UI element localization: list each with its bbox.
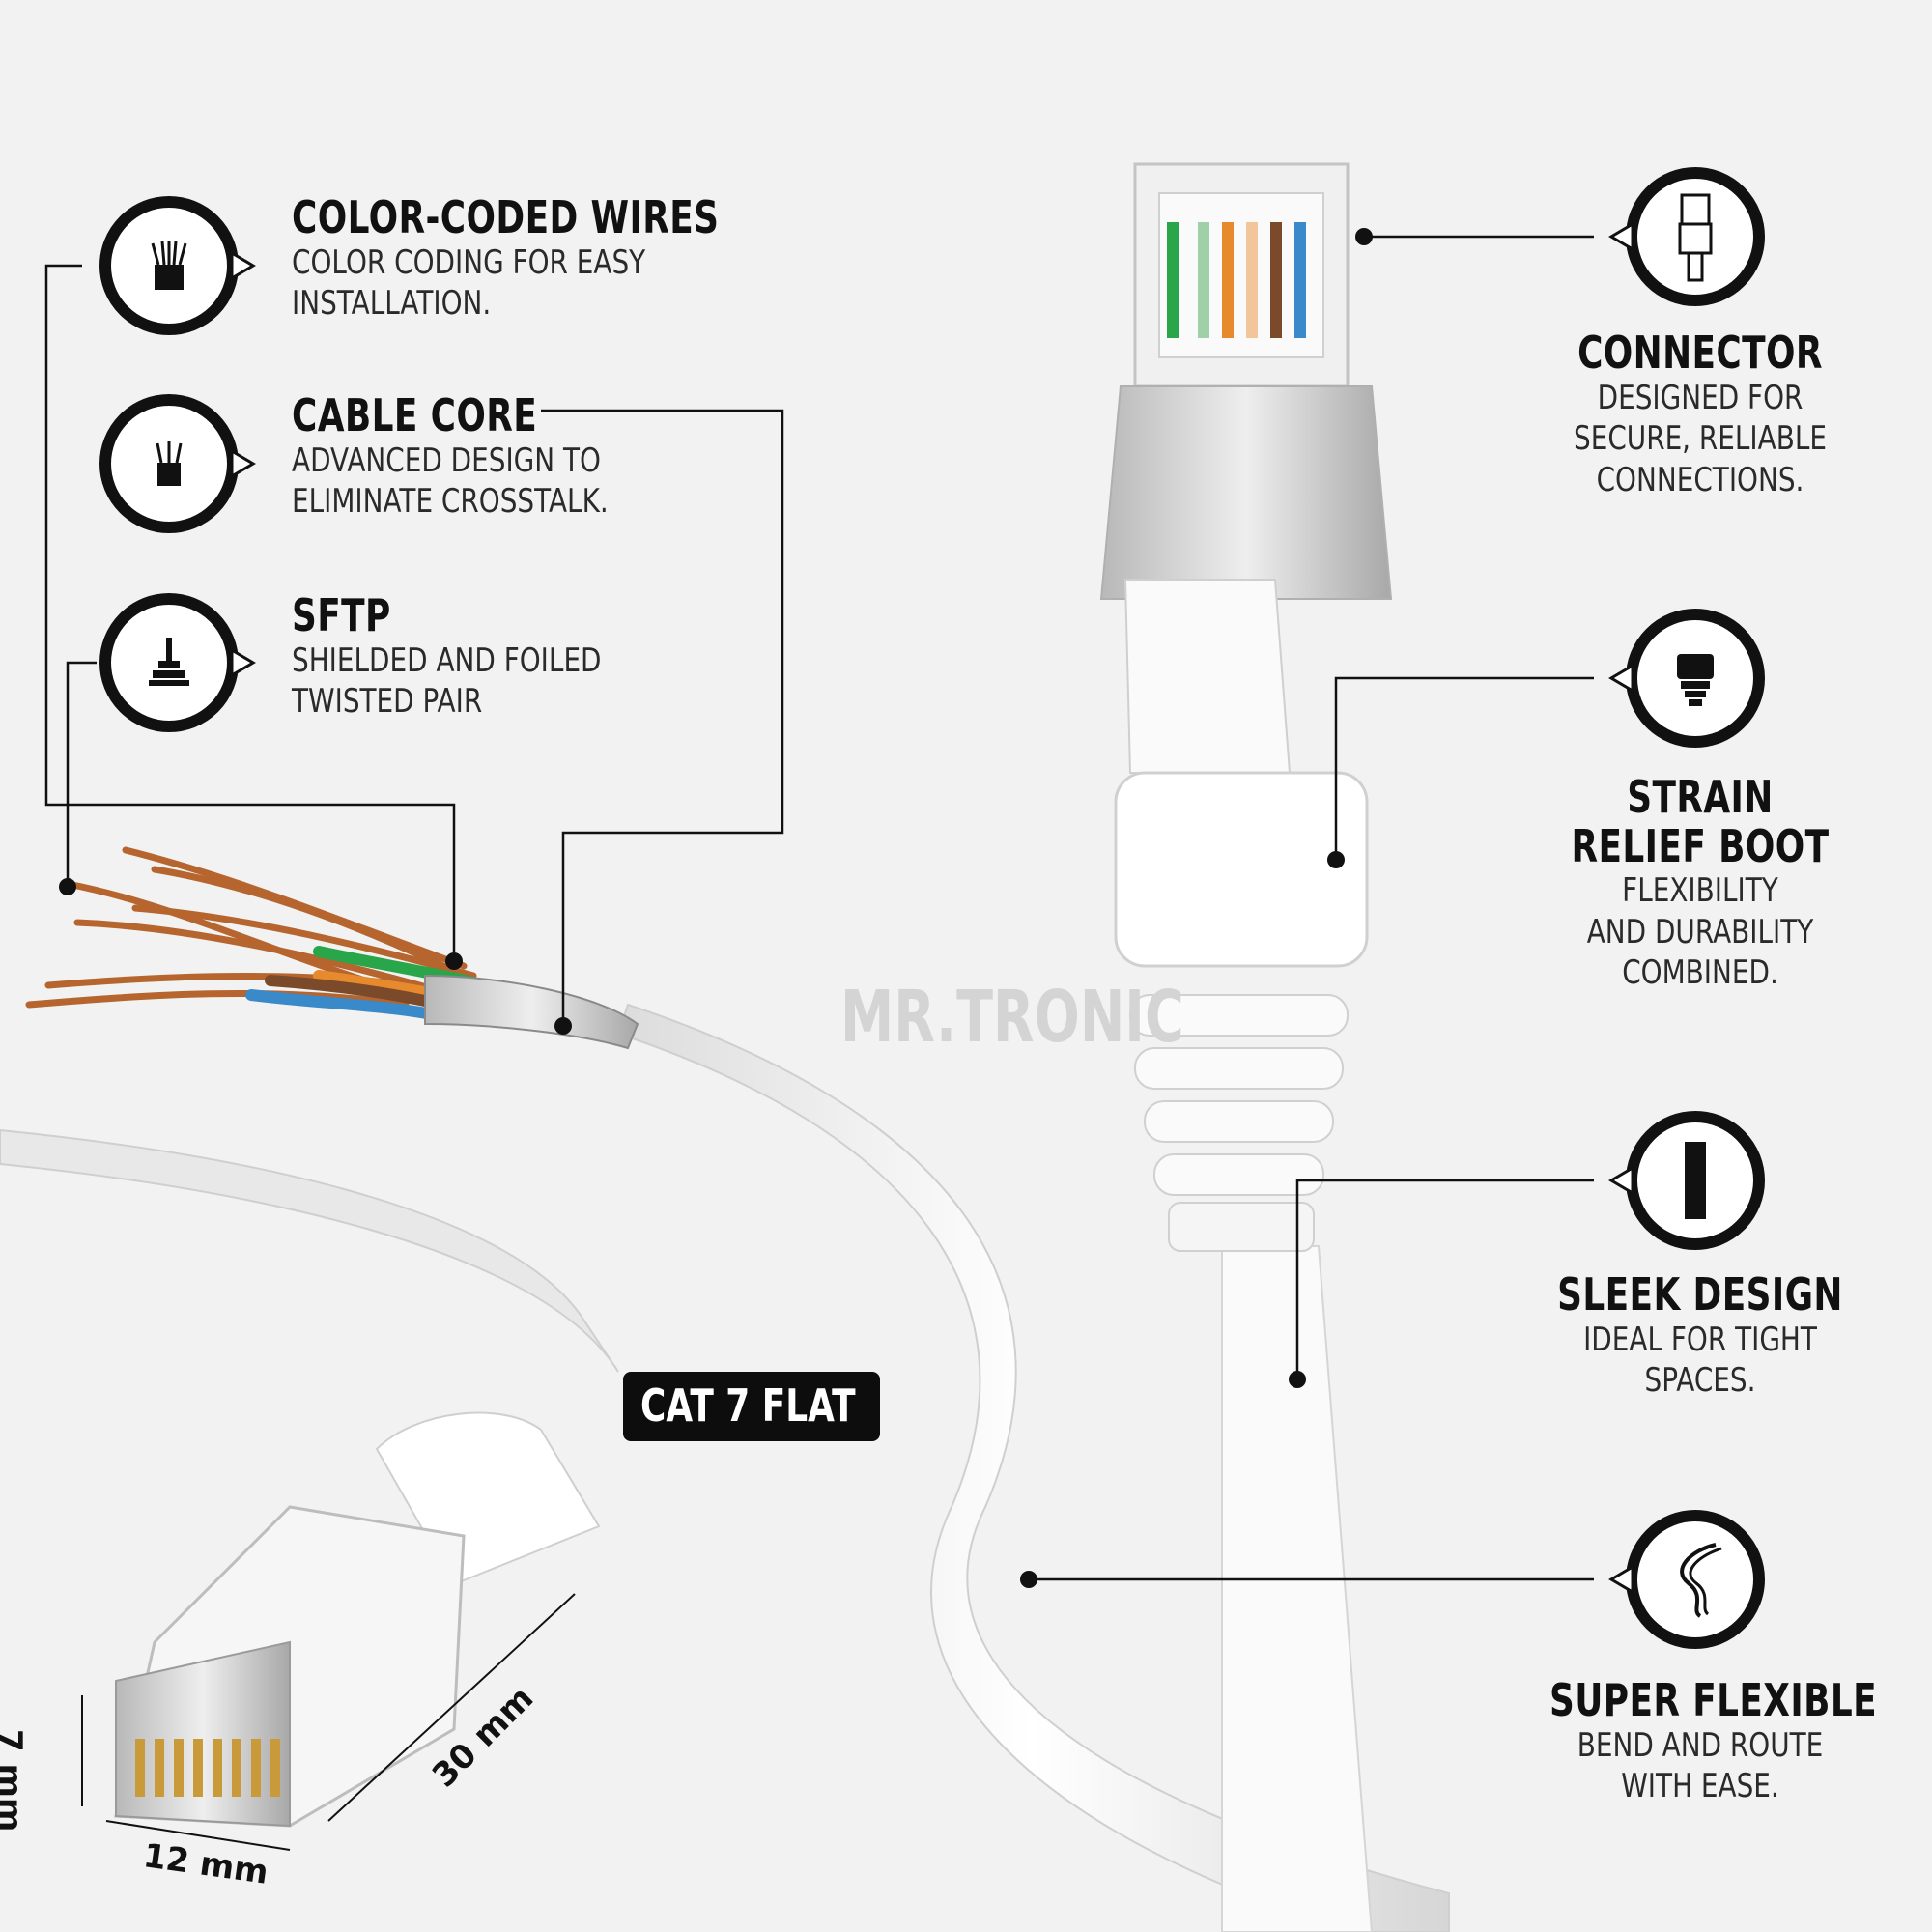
bent-cable-icon <box>1680 1543 1722 1618</box>
feature-sleek-design: SLEEK DESIGN IDEAL FOR TIGHT SPACES. <box>1507 1270 1893 1402</box>
brand-watermark: MR.TRONIC <box>840 976 1184 1059</box>
cable-core-icon <box>156 441 183 486</box>
leader-lines <box>44 235 1594 1581</box>
wire-bundle-icon <box>151 241 187 290</box>
feature-description: COLOR CODING FOR EASY INSTALLATION. <box>292 242 646 324</box>
feature-description: IDEAL FOR TIGHT SPACES. <box>1583 1320 1817 1401</box>
feature-description: ADVANCED DESIGN TO ELIMINATE CROSSTALK. <box>292 440 609 522</box>
icon-tabs <box>230 221 1634 1595</box>
feature-strain-relief-boot: STRAIN RELIEF BOOT FLEXIBILITY AND DURAB… <box>1507 773 1893 994</box>
feature-title: SFTP <box>292 589 391 641</box>
boot-icon <box>1677 654 1714 706</box>
flat-cable <box>616 1003 1450 1932</box>
feature-title: COLOR-CODED WIRES <box>292 191 720 243</box>
feature-title: SUPER FLEXIBLE <box>1549 1674 1877 1726</box>
feature-title: SLEEK DESIGN <box>1557 1268 1843 1321</box>
dimension-lines <box>81 1593 576 1851</box>
flat-bar-icon <box>1685 1142 1706 1219</box>
dimension-height-label: 7 mm <box>0 1729 29 1833</box>
feature-color-coded-wires: COLOR-CODED WIRES COLOR CODING FOR EASY … <box>292 193 839 325</box>
rj45-connector-icon <box>1678 193 1713 282</box>
feature-connector: CONNECTOR DESIGNED FOR SECURE, RELIABLE … <box>1507 328 1893 500</box>
feature-title: CABLE CORE <box>292 389 538 441</box>
feature-title: STRAIN <box>1627 771 1774 823</box>
shielding-icon <box>149 638 189 686</box>
feature-super-flexible: SUPER FLEXIBLE BEND AND ROUTE WITH EASE. <box>1507 1676 1893 1807</box>
feature-description: DESIGNED FOR SECURE, RELIABLE CONNECTION… <box>1574 378 1827 499</box>
leader-dots <box>59 228 1373 1588</box>
feature-cable-core: CABLE CORE ADVANCED DESIGN TO ELIMINATE … <box>292 391 678 523</box>
feature-description: SHIELDED AND FOILED TWISTED PAIR <box>292 640 602 722</box>
feature-title: RELIEF BOOT <box>1571 819 1830 872</box>
feature-description: FLEXIBILITY AND DURABILITY COMBINED. <box>1586 871 1814 993</box>
feature-description: BEND AND ROUTE WITH EASE. <box>1577 1725 1824 1806</box>
cat7-flat-badge: CAT 7 FLAT <box>623 1372 880 1441</box>
badge-label: CAT 7 FLAT <box>640 1379 856 1432</box>
foil-shield <box>424 974 639 1050</box>
rj45-connector-right <box>1099 162 1393 1252</box>
feature-sftp: SFTP SHIELDED AND FOILED TWISTED PAIR <box>292 591 669 723</box>
rj45-connector-bottom <box>114 1411 601 1828</box>
flat-cable <box>0 1128 619 1373</box>
feature-title: CONNECTOR <box>1577 327 1823 379</box>
